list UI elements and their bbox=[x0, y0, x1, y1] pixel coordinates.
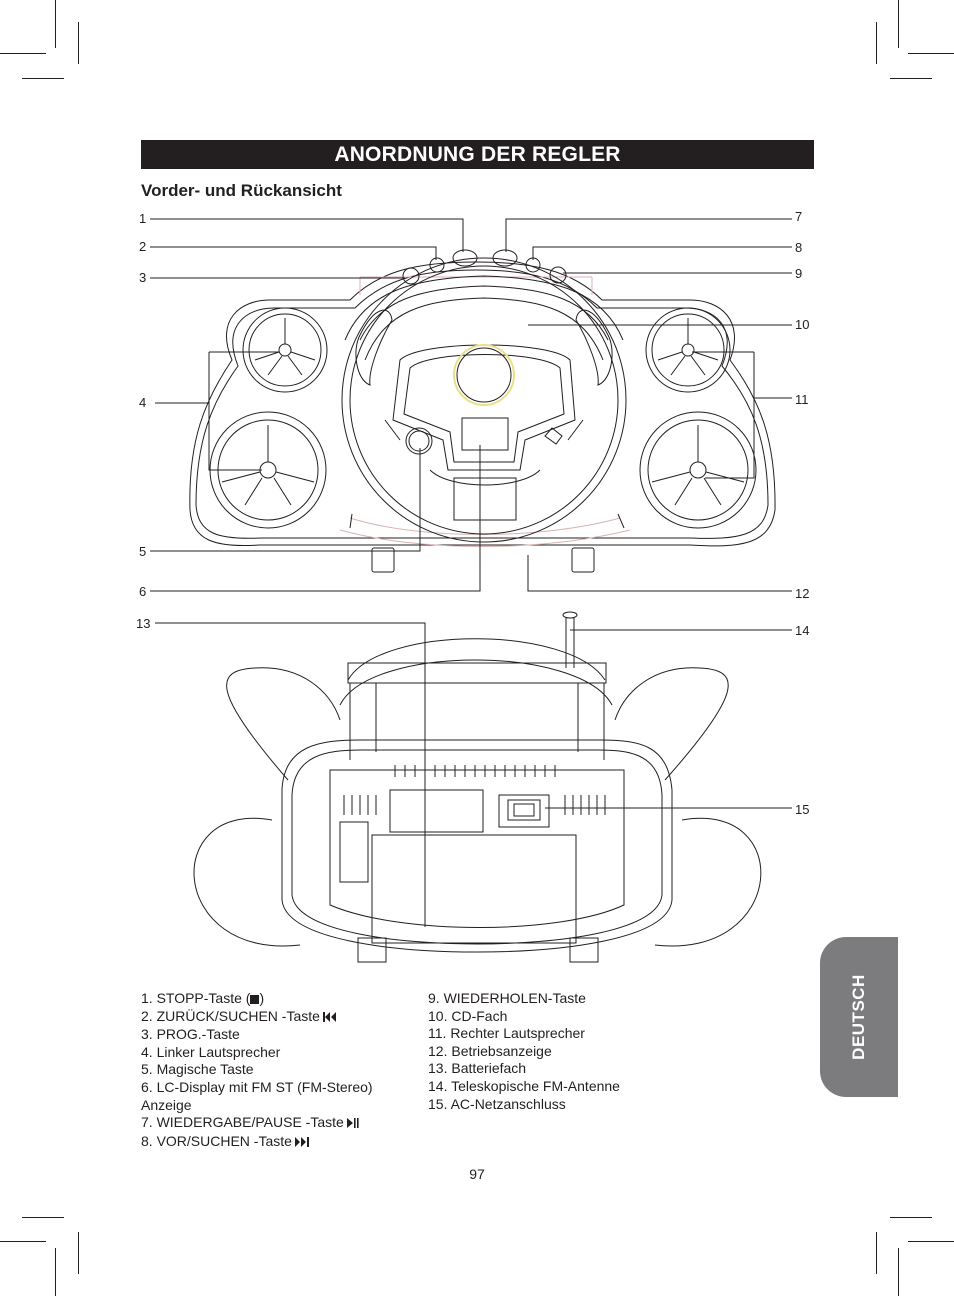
back-leader-lines bbox=[155, 622, 792, 927]
callout-5: 5 bbox=[139, 544, 146, 559]
crop-mark bbox=[55, 1248, 56, 1296]
callout-13: 13 bbox=[136, 616, 150, 631]
legend-item: 9. WIEDERHOLEN-Taste bbox=[428, 990, 586, 1006]
callout-14: 14 bbox=[795, 623, 809, 638]
legend-item: 6. LC-Display mit FM ST (FM-Stereo) bbox=[141, 1078, 373, 1095]
legend-item: 1. STOPP-Taste () bbox=[141, 990, 265, 1006]
previous-track-icon bbox=[322, 1009, 337, 1027]
crop-mark bbox=[22, 1217, 64, 1218]
right-speaker-small bbox=[645, 307, 731, 393]
crop-mark bbox=[876, 22, 877, 64]
callout-6: 6 bbox=[139, 584, 146, 599]
front-view-illustration bbox=[189, 249, 776, 573]
stop-icon bbox=[250, 995, 260, 1004]
callout-10: 10 bbox=[795, 317, 809, 332]
callout-4: 4 bbox=[139, 395, 146, 410]
legend-item: 13. Batteriefach bbox=[428, 1060, 527, 1077]
legend-right: 9. WIEDERHOLEN-Taste 10. CD-Fach 11. Rec… bbox=[428, 990, 620, 1113]
section-subtitle: Vorder- und Rückansicht bbox=[141, 181, 342, 200]
callout-3: 3 bbox=[139, 270, 146, 285]
legend-left: 1. STOPP-Taste () 2. ZURÜCK/SUCHEN -Tast… bbox=[141, 990, 373, 1151]
crop-mark bbox=[0, 1241, 46, 1242]
next-track-icon bbox=[294, 1134, 309, 1152]
callout-numbers: 1 2 3 4 5 6 7 8 9 10 11 12 13 14 15 bbox=[136, 209, 809, 817]
callout-7: 7 bbox=[795, 209, 802, 224]
front-leader-lines bbox=[150, 218, 792, 592]
legend-item: 4. Linker Lautsprecher bbox=[141, 1043, 281, 1060]
legend-item: 3. PROG.-Taste bbox=[141, 1026, 240, 1043]
language-tab-label: DEUTSCH bbox=[849, 974, 868, 1060]
page-title: ANORDNUNG DER REGLER bbox=[141, 140, 814, 169]
left-speaker-large bbox=[209, 411, 327, 529]
crop-mark bbox=[55, 0, 56, 48]
legend-item: 14. Teleskopische FM-Antenne bbox=[428, 1077, 620, 1094]
crop-mark bbox=[908, 1241, 954, 1242]
crop-mark bbox=[876, 1232, 877, 1274]
legend-item: 8. VOR/SUCHEN -Taste bbox=[141, 1133, 373, 1152]
controls-diagram: 1 2 3 4 5 6 7 8 9 10 11 12 13 14 15 bbox=[136, 209, 809, 963]
crop-mark bbox=[898, 1248, 899, 1296]
crop-mark bbox=[890, 1217, 932, 1218]
crop-mark bbox=[0, 53, 46, 54]
crop-mark bbox=[78, 1232, 79, 1274]
left-speaker-small bbox=[242, 307, 328, 393]
legend-item: 2. ZURÜCK/SUCHEN -Taste bbox=[141, 1008, 373, 1027]
crop-mark bbox=[78, 22, 79, 64]
language-tab: DEUTSCH bbox=[820, 937, 898, 1097]
right-speaker-large bbox=[639, 411, 757, 529]
legend-item: 12. Betriebsanzeige bbox=[428, 1042, 552, 1059]
crop-mark bbox=[22, 78, 64, 79]
callout-8: 8 bbox=[795, 240, 802, 255]
callout-15: 15 bbox=[795, 802, 809, 817]
callout-12: 12 bbox=[795, 586, 809, 601]
crop-mark bbox=[890, 78, 932, 79]
back-view-illustration bbox=[193, 611, 762, 963]
callout-9: 9 bbox=[795, 266, 802, 281]
page-number: 97 bbox=[469, 1166, 485, 1182]
callout-2: 2 bbox=[139, 239, 146, 254]
callout-11: 11 bbox=[795, 392, 809, 407]
legend-item: 15. AC-Netzanschluss bbox=[428, 1095, 566, 1112]
crop-mark bbox=[898, 0, 899, 48]
legend-item: 7. WIEDERGABE/PAUSE -Taste bbox=[141, 1114, 373, 1133]
crop-mark bbox=[908, 53, 954, 54]
legend-item: Anzeige bbox=[141, 1096, 192, 1113]
callout-1: 1 bbox=[139, 211, 146, 226]
legend-item: 11. Rechter Lautsprecher bbox=[428, 1025, 585, 1042]
legend-item: 10. CD-Fach bbox=[428, 1007, 508, 1024]
play-pause-icon bbox=[346, 1115, 359, 1133]
legend-item: 5. Magische Taste bbox=[141, 1061, 254, 1078]
